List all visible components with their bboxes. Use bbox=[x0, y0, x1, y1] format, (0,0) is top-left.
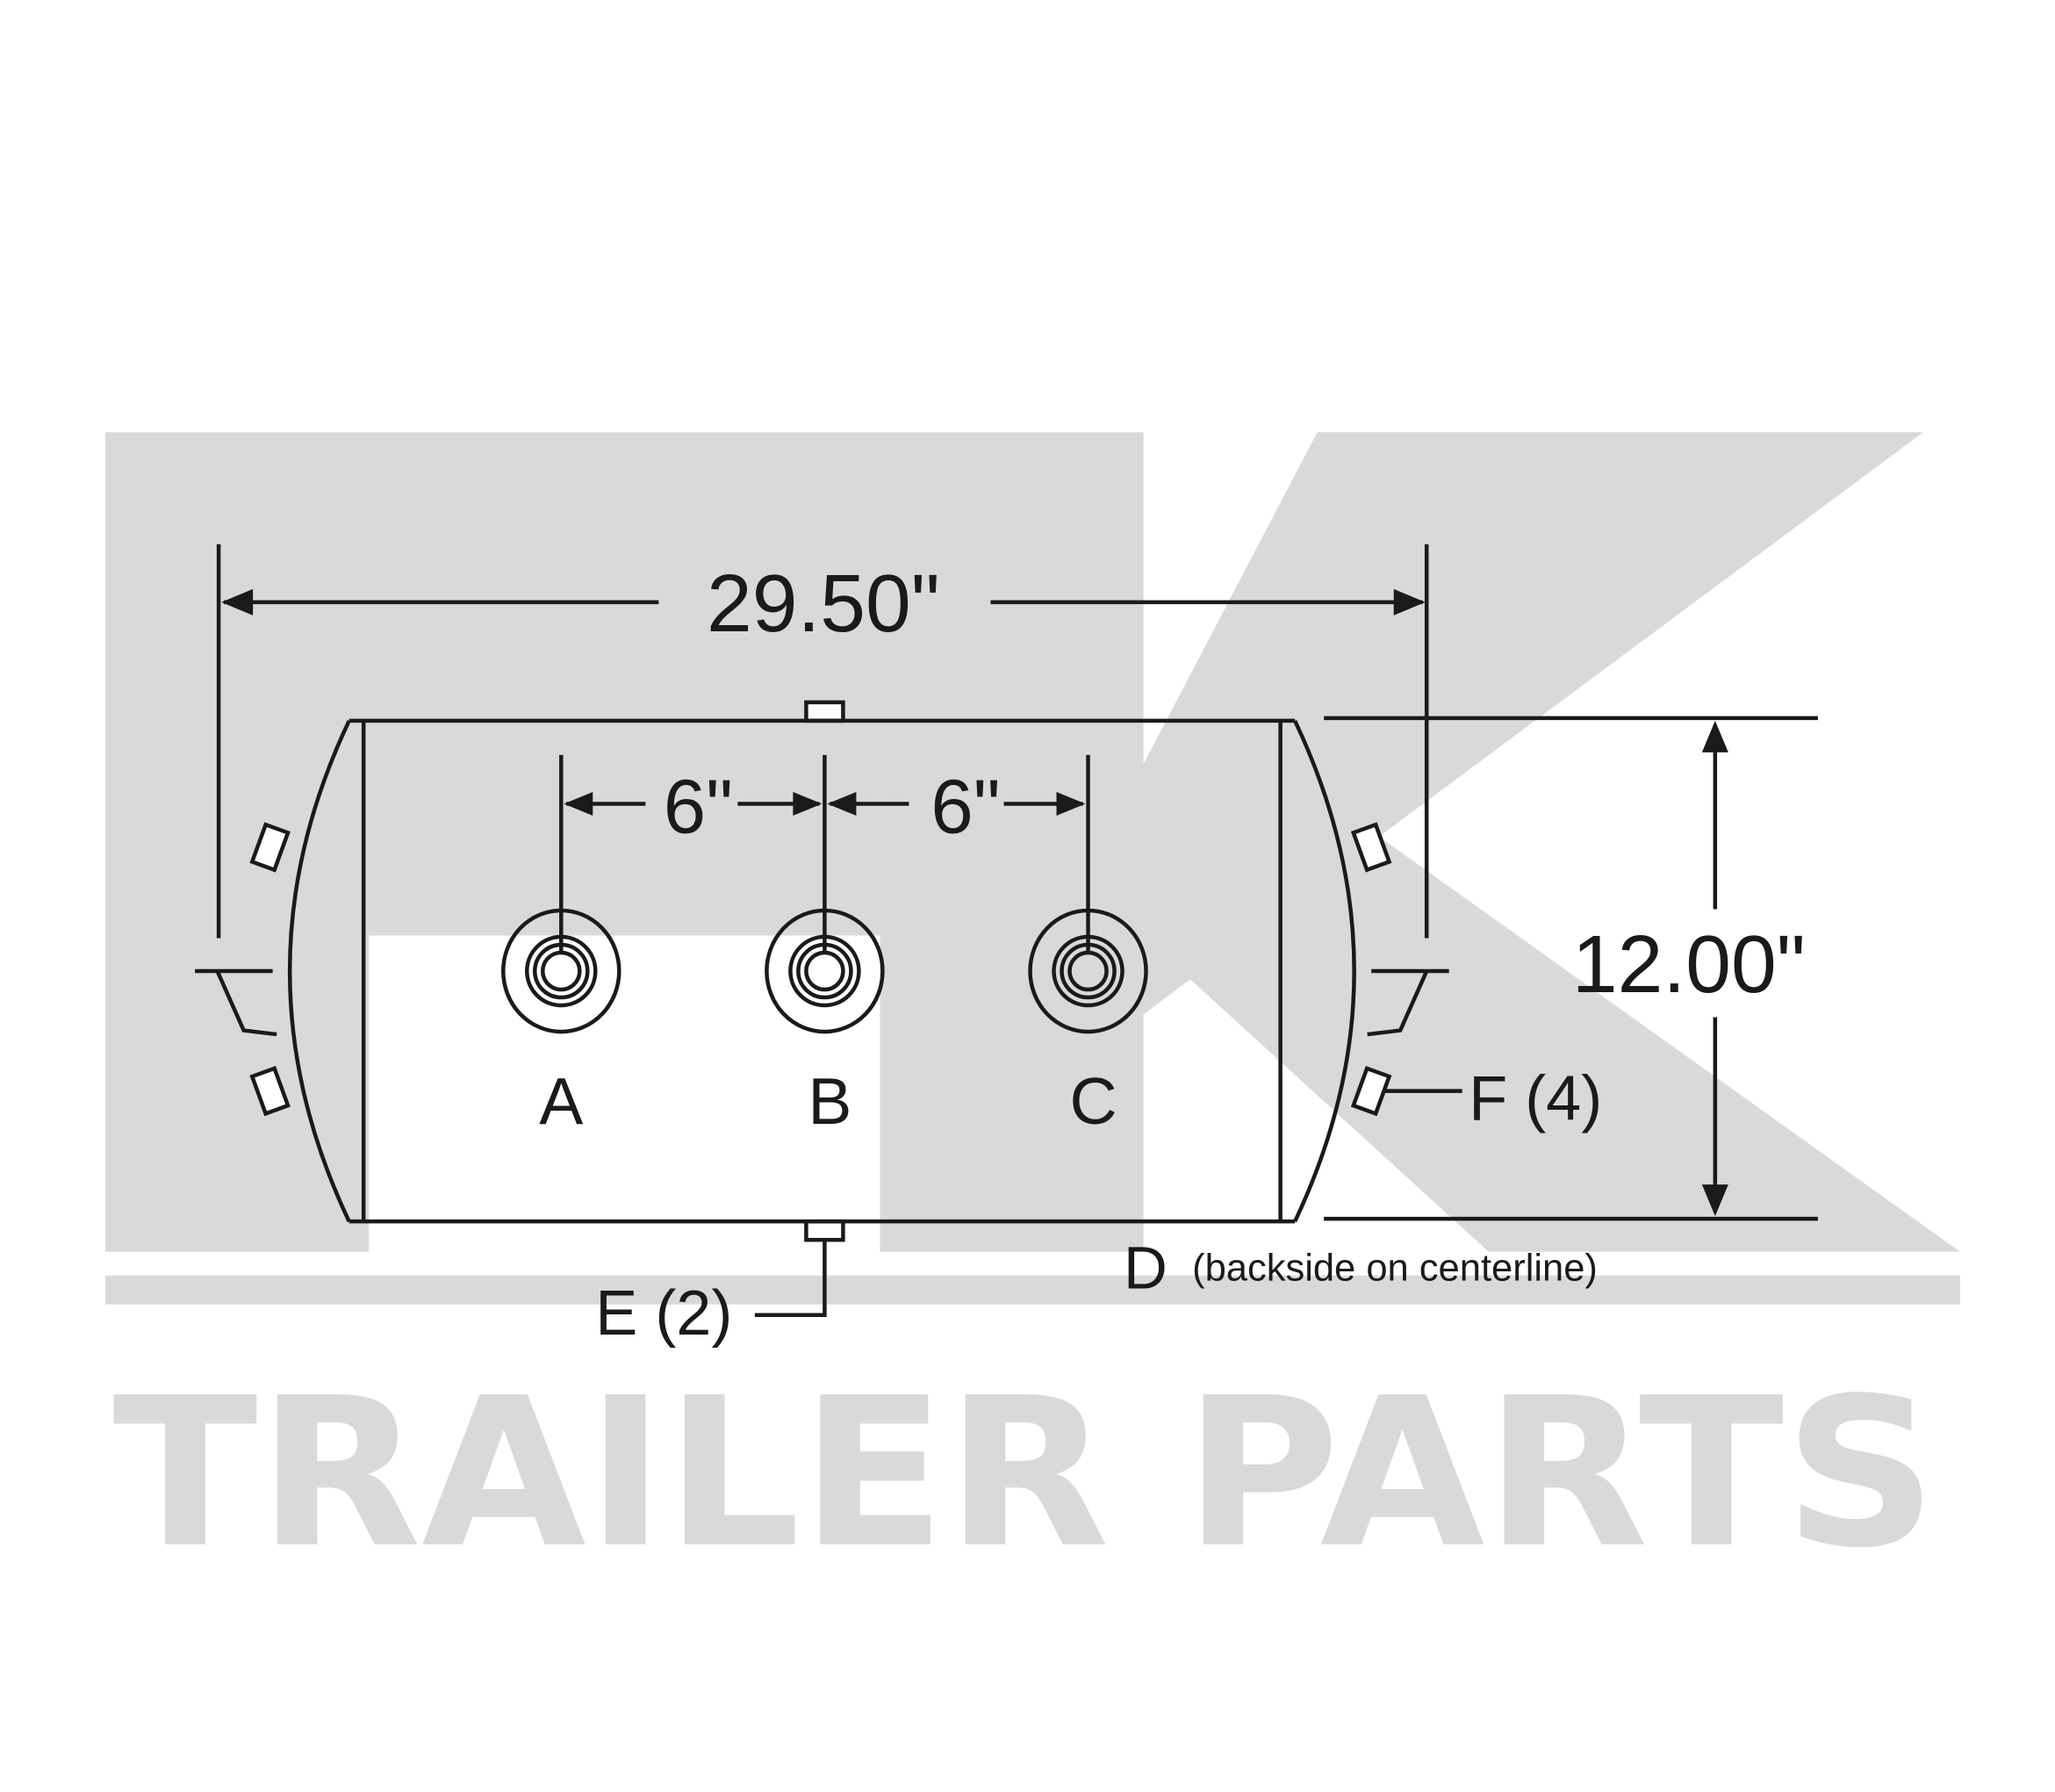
watermark-logo: TRAILER PARTS bbox=[105, 432, 1960, 1594]
port-c: C bbox=[1028, 754, 1148, 1138]
diameter-dimension: 12.00" bbox=[1324, 716, 1818, 1221]
callout-f-label: F (4) bbox=[1469, 1064, 1602, 1134]
watermark-text: TRAILER PARTS bbox=[112, 1355, 1936, 1594]
callout-d: D (backside on centerline) bbox=[1124, 1234, 1598, 1302]
port-b: B bbox=[765, 754, 885, 1138]
port-spacing-ab-label: 6" bbox=[664, 764, 733, 849]
callout-d-label: D bbox=[1124, 1234, 1168, 1302]
port-b-label: B bbox=[808, 1064, 851, 1138]
tank-body bbox=[195, 700, 1449, 1242]
callout-d-note: (backside on centerline) bbox=[1192, 1248, 1598, 1290]
diameter-label: 12.00" bbox=[1572, 918, 1806, 1010]
overall-length-label: 29.50" bbox=[707, 558, 940, 649]
port-c-label: C bbox=[1069, 1064, 1117, 1138]
overall-length-dimension: 29.50" bbox=[216, 543, 1429, 939]
callout-e-label: E (2) bbox=[595, 1278, 732, 1349]
callout-f: F (4) bbox=[1383, 1064, 1602, 1134]
port-a-label: A bbox=[539, 1064, 583, 1138]
port-a: A bbox=[500, 754, 622, 1138]
callout-e: E (2) bbox=[595, 1240, 827, 1349]
port-spacing-bc-label: 6" bbox=[930, 764, 1000, 849]
port-spacing-dimension: 6" 6" bbox=[564, 764, 1086, 849]
